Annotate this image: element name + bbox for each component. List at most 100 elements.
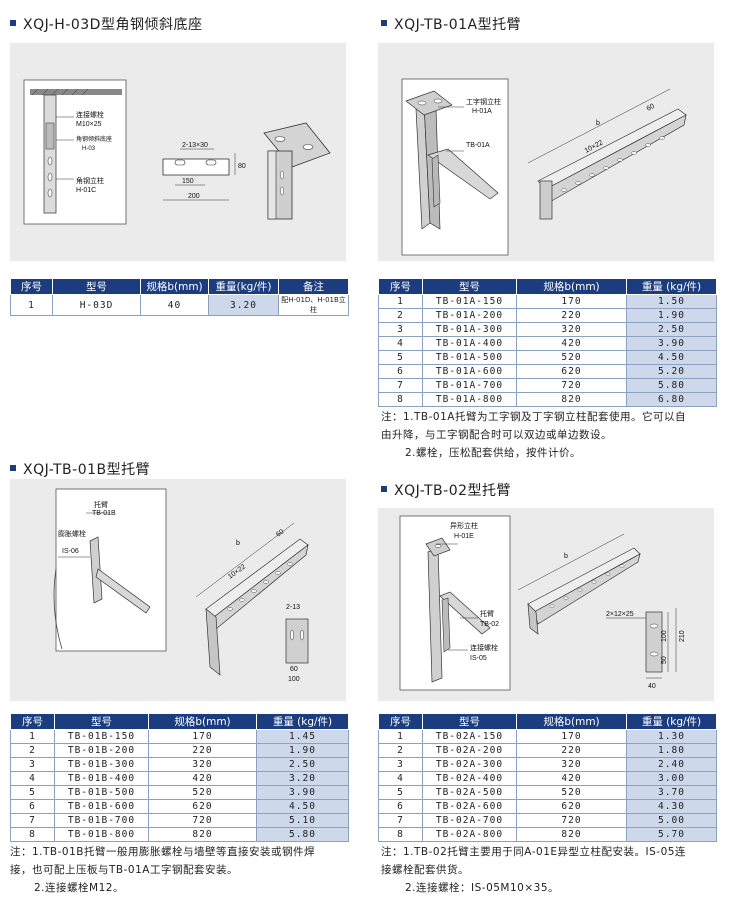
table-cell: 220 xyxy=(516,743,627,758)
fig4-arm-code: TB-02 xyxy=(480,621,499,628)
table-cell: TB-01A-400 xyxy=(422,336,517,351)
table-cell: TB-01B-500 xyxy=(54,785,149,800)
table-cell: 1.50 xyxy=(626,294,717,309)
table-cell: 4 xyxy=(10,771,55,786)
section4-figure: 异形立柱 H-01E 托臂 TB-02 连接螺栓 IS-05 b 2×12×25… xyxy=(378,508,714,701)
table-cell: 2 xyxy=(378,308,423,323)
table-cell: 7 xyxy=(10,813,55,828)
fig4-dim-50: 50 xyxy=(661,656,668,664)
header-cell: 重量 (kg/件) xyxy=(626,713,717,730)
table-cell: TB-02A-150 xyxy=(422,729,517,744)
table-cell: 5.80 xyxy=(626,378,717,393)
table-cell: 8 xyxy=(378,392,423,407)
table-cell: TB-02A-300 xyxy=(422,757,517,772)
table-cell: 220 xyxy=(148,743,257,758)
table-cell: TB-01A-500 xyxy=(422,350,517,365)
fig2-column-code: H-01A xyxy=(472,108,492,115)
table-cell: 520 xyxy=(148,785,257,800)
table-cell: 1.45 xyxy=(256,729,349,744)
table-cell: 520 xyxy=(516,785,627,800)
section4-notes: 注：1.TB-02托臂主要用于同A-01E异型立柱配安装。IS-05连 接螺栓配… xyxy=(381,843,686,897)
table-cell: TB-02A-600 xyxy=(422,799,517,814)
table-cell: 1 xyxy=(10,294,53,316)
header-cell: 型号 xyxy=(422,713,517,730)
table-cell: 3 xyxy=(378,322,423,337)
table-cell: 170 xyxy=(148,729,257,744)
table-cell: 220 xyxy=(516,308,627,323)
fig3-b-label: b xyxy=(236,540,240,547)
table-row: 1 H-03D 40 3.20 配H-01D、H-01B立柱 xyxy=(10,294,349,316)
table-cell: 3 xyxy=(378,757,423,772)
table-cell: 5 xyxy=(378,350,423,365)
table-cell: 5 xyxy=(10,785,55,800)
section4-title: XQJ-TB-02型托臂 xyxy=(381,480,511,500)
table-cell: TB-01A-300 xyxy=(422,322,517,337)
section1-table: 序号 型号 规格b(mm) 重量(kg/件) 备注 1 H-03D 40 3.2… xyxy=(10,278,349,316)
table-cell: 5.10 xyxy=(256,813,349,828)
table-cell: 3.90 xyxy=(256,785,349,800)
section3-figure: 托臂 TB-01B 膨胀螺栓 IS-06 b 10×22 60 2-13 60 … xyxy=(10,479,346,701)
note-line: 注：1.TB-01A托臂为工字钢及丁字钢立柱配套使用。它可以自 xyxy=(381,411,686,423)
table-cell: TB-01B-200 xyxy=(54,743,149,758)
fig1-holes-label: 2-13×30 xyxy=(182,142,208,149)
note-line: 接螺栓配套供货。 xyxy=(381,864,469,876)
table-cell: 820 xyxy=(148,827,257,842)
table-cell: 1 xyxy=(10,729,55,744)
fig3-arm-code: TB-01B xyxy=(92,510,116,517)
header-cell: 规格b(mm) xyxy=(140,278,209,295)
table-cell: 2 xyxy=(10,743,55,758)
fig4-column-label: 异形立柱 xyxy=(450,521,478,530)
table-cell: TB-02A-800 xyxy=(422,827,517,842)
note-line: 由升降，与工字钢配合时可以双边或单边数设。 xyxy=(381,429,612,441)
header-cell: 规格b(mm) xyxy=(148,713,257,730)
fig1-dim-200: 200 xyxy=(188,193,200,200)
table-cell: TB-02A-500 xyxy=(422,785,517,800)
bullet-square-icon xyxy=(10,465,16,471)
table-cell: 320 xyxy=(148,757,257,772)
table-cell: 40 xyxy=(140,294,209,316)
table-cell: 7 xyxy=(378,813,423,828)
table-cell: TB-01A-700 xyxy=(422,378,517,393)
fig2-dim-60: 60 xyxy=(646,103,656,113)
header-cell: 重量 (kg/件) xyxy=(256,713,349,730)
fig1-bolt-spec: M10×25 xyxy=(76,121,102,128)
table-cell: 420 xyxy=(148,771,257,786)
table-cell: 170 xyxy=(516,729,627,744)
table-cell: 3.20 xyxy=(256,771,349,786)
note-line: 注：1.TB-01B托臂一般用膨胀螺栓与墙壁等直接安装或钢件焊 xyxy=(10,846,315,858)
fig1-column-label: 角钢立柱 xyxy=(76,176,104,185)
table-cell: TB-01A-600 xyxy=(422,364,517,379)
table-cell: 620 xyxy=(516,799,627,814)
table-cell: 1.90 xyxy=(256,743,349,758)
table-cell: 4.50 xyxy=(626,350,717,365)
fig3-arm-label: 托臂 xyxy=(94,500,108,509)
table-cell: 5.80 xyxy=(256,827,349,842)
table-cell: TB-01A-800 xyxy=(422,392,517,407)
fig2-column-label: 工字钢立柱 xyxy=(466,97,501,106)
tb01a-drawing: 工字钢立柱 H-01A TB-01A b 10×22 60 xyxy=(401,78,687,256)
section2-notes: 注：1.TB-01A托臂为工字钢及丁字钢立柱配套使用。它可以自 由升降，与工字钢… xyxy=(381,408,686,462)
section3-notes: 注：1.TB-01B托臂一般用膨胀螺栓与墙壁等直接安装或钢件焊 接，也可配上压板… xyxy=(10,843,315,897)
table-cell: 4 xyxy=(378,771,423,786)
fig4-dim-210: 210 xyxy=(679,630,686,642)
table-header-row: 序号 型号 规格b(mm) 重量(kg/件) 备注 xyxy=(10,278,349,295)
bullet-square-icon xyxy=(10,20,16,26)
fig2-b-label: b xyxy=(596,120,600,127)
